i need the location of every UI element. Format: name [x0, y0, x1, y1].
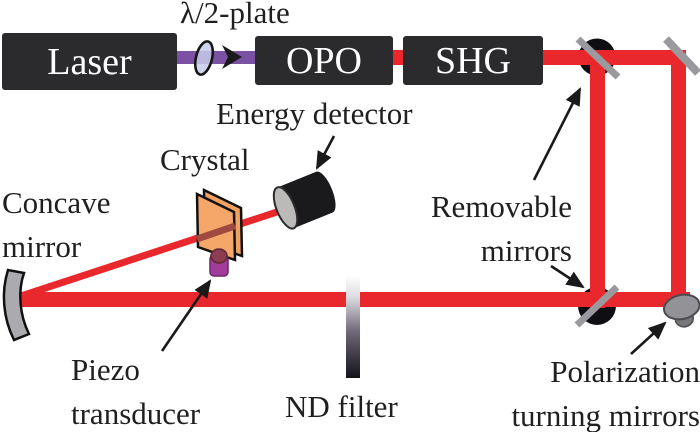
piezo-top — [210, 248, 228, 264]
beam-left-vertical — [590, 57, 605, 308]
nd-filter-label: ND filter — [285, 389, 398, 424]
opo-box: OPO — [255, 36, 393, 85]
removable-mirrors-label-line1: Removable — [430, 189, 572, 224]
beam-right-vertical — [671, 50, 686, 302]
beam-shg-to-corner — [535, 50, 686, 65]
detector-face — [272, 186, 299, 230]
concave-mirror-label-line2: mirror — [2, 229, 82, 264]
arrow-piezo — [160, 279, 212, 352]
laser-label: Laser — [47, 40, 132, 83]
arrow-removable-bottom — [550, 264, 585, 289]
beam-laser-to-opo — [175, 51, 258, 64]
shg-label: SHG — [434, 39, 512, 82]
nd-filter — [346, 275, 360, 378]
piezo-transducer-label: Piezo transducer — [71, 348, 200, 432]
polarization-label-line1: Polarization — [550, 354, 700, 389]
crystal-assembly — [195, 187, 244, 277]
half-wave-plate-label: λ/2-plate — [180, 0, 290, 30]
arrow-energy-detector — [315, 135, 336, 170]
beam-direction-arrowhead — [222, 45, 242, 69]
concave-mirror — [2, 268, 31, 342]
removable-mirror-top — [575, 36, 621, 80]
energy-detector-label: Energy detector — [216, 96, 413, 131]
concave-mirror-label-line1: Concave — [2, 185, 111, 220]
laser-box: Laser — [2, 33, 177, 90]
shg-box: SHG — [403, 36, 543, 85]
removable-mirror-bottom — [574, 284, 620, 328]
half-wave-plate — [193, 40, 215, 76]
opo-label: OPO — [285, 39, 363, 82]
polarization-label-line2: turning mirrors — [511, 398, 700, 432]
piezo-label-line2: transducer — [71, 396, 201, 431]
concave-mirror-label: Concave mirror — [2, 181, 110, 269]
removable-mirrors-label-line2: mirrors — [480, 233, 572, 268]
crystal-label: Crystal — [160, 142, 250, 177]
piezo-label-line1: Piezo — [71, 352, 140, 387]
arrow-polarization — [630, 321, 667, 355]
turning-mirror-top-right — [663, 36, 700, 76]
polarization-mirrors-label: Polarization turning mirrors — [428, 350, 700, 432]
arrow-removable-top — [532, 87, 582, 181]
beam-inside-crystal — [195, 222, 237, 243]
crystal-front-plate — [195, 191, 237, 262]
energy-detector — [272, 171, 336, 230]
removable-mirrors-label: Removable mirrors — [398, 185, 572, 273]
polarization-turning-mirror — [663, 293, 700, 328]
